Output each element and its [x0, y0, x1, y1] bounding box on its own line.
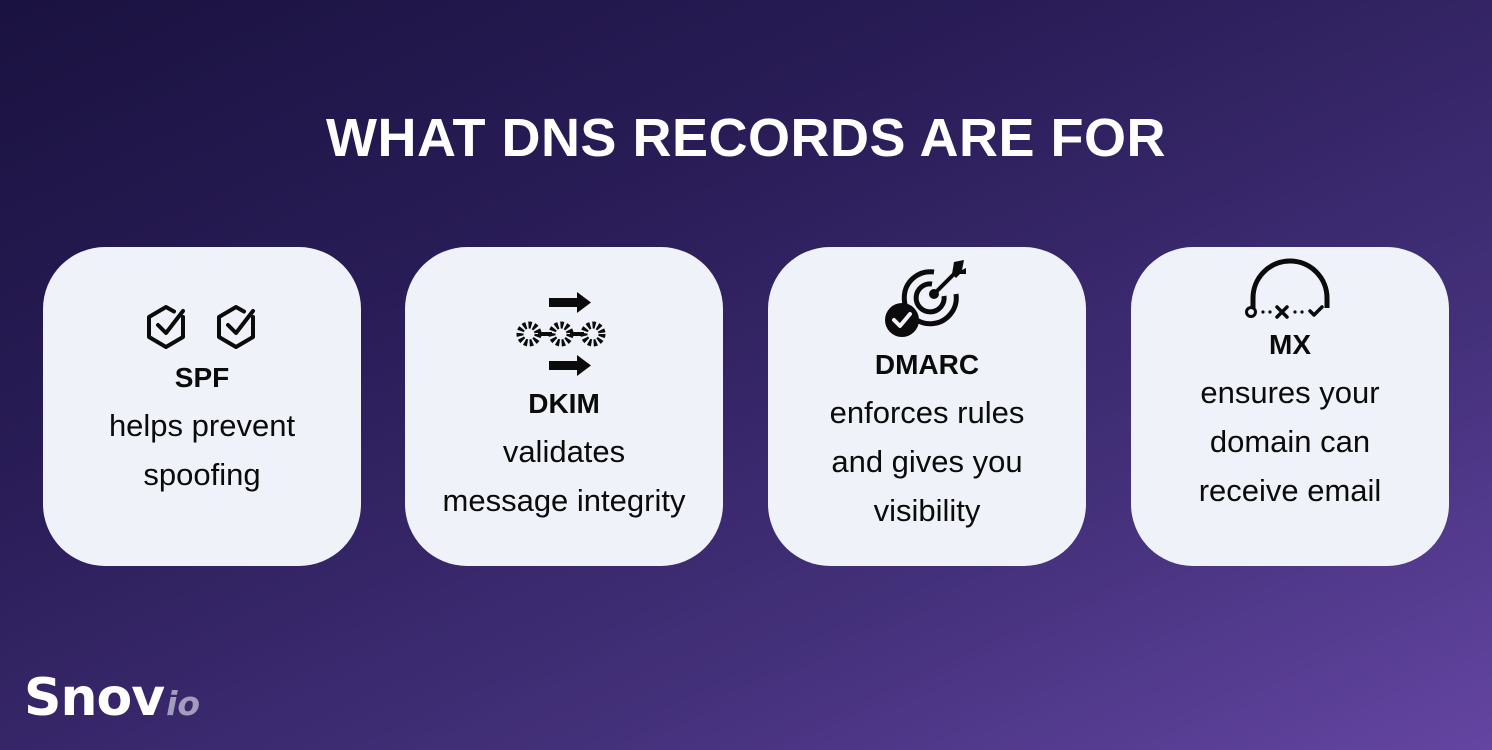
card-dmarc: DMARC enforces rules and gives you visib…	[768, 247, 1086, 566]
card-spf: SPF helps prevent spoofing	[43, 247, 361, 566]
card-heading: DKIM	[528, 387, 600, 419]
chain-gears-arrows-icon	[516, 291, 606, 376]
logo-main: Snov	[24, 668, 165, 728]
card-heading: DMARC	[874, 349, 980, 380]
target-arrow-check-icon	[885, 260, 966, 337]
route-arc-icon	[1245, 258, 1330, 319]
card-description: validates message integrity	[442, 433, 686, 518]
card-description: ensures your domain can receive email	[1198, 375, 1382, 508]
snovio-logo: Snovio	[24, 666, 200, 736]
card-mx: MX ensures your domain can receive email	[1131, 247, 1449, 566]
card-dkim: DKIM validates message integrity	[405, 247, 723, 566]
page-title: WHAT DNS RECORDS ARE FOR	[326, 108, 1166, 169]
card-heading: SPF	[174, 361, 230, 393]
card-description: enforces rules and gives you visibility	[829, 395, 1025, 528]
card-description: helps prevent spoofing	[108, 407, 296, 492]
card-heading: MX	[1269, 329, 1311, 360]
logo-suffix: io	[166, 684, 201, 723]
hexagon-checkmarks-icon	[147, 304, 255, 349]
